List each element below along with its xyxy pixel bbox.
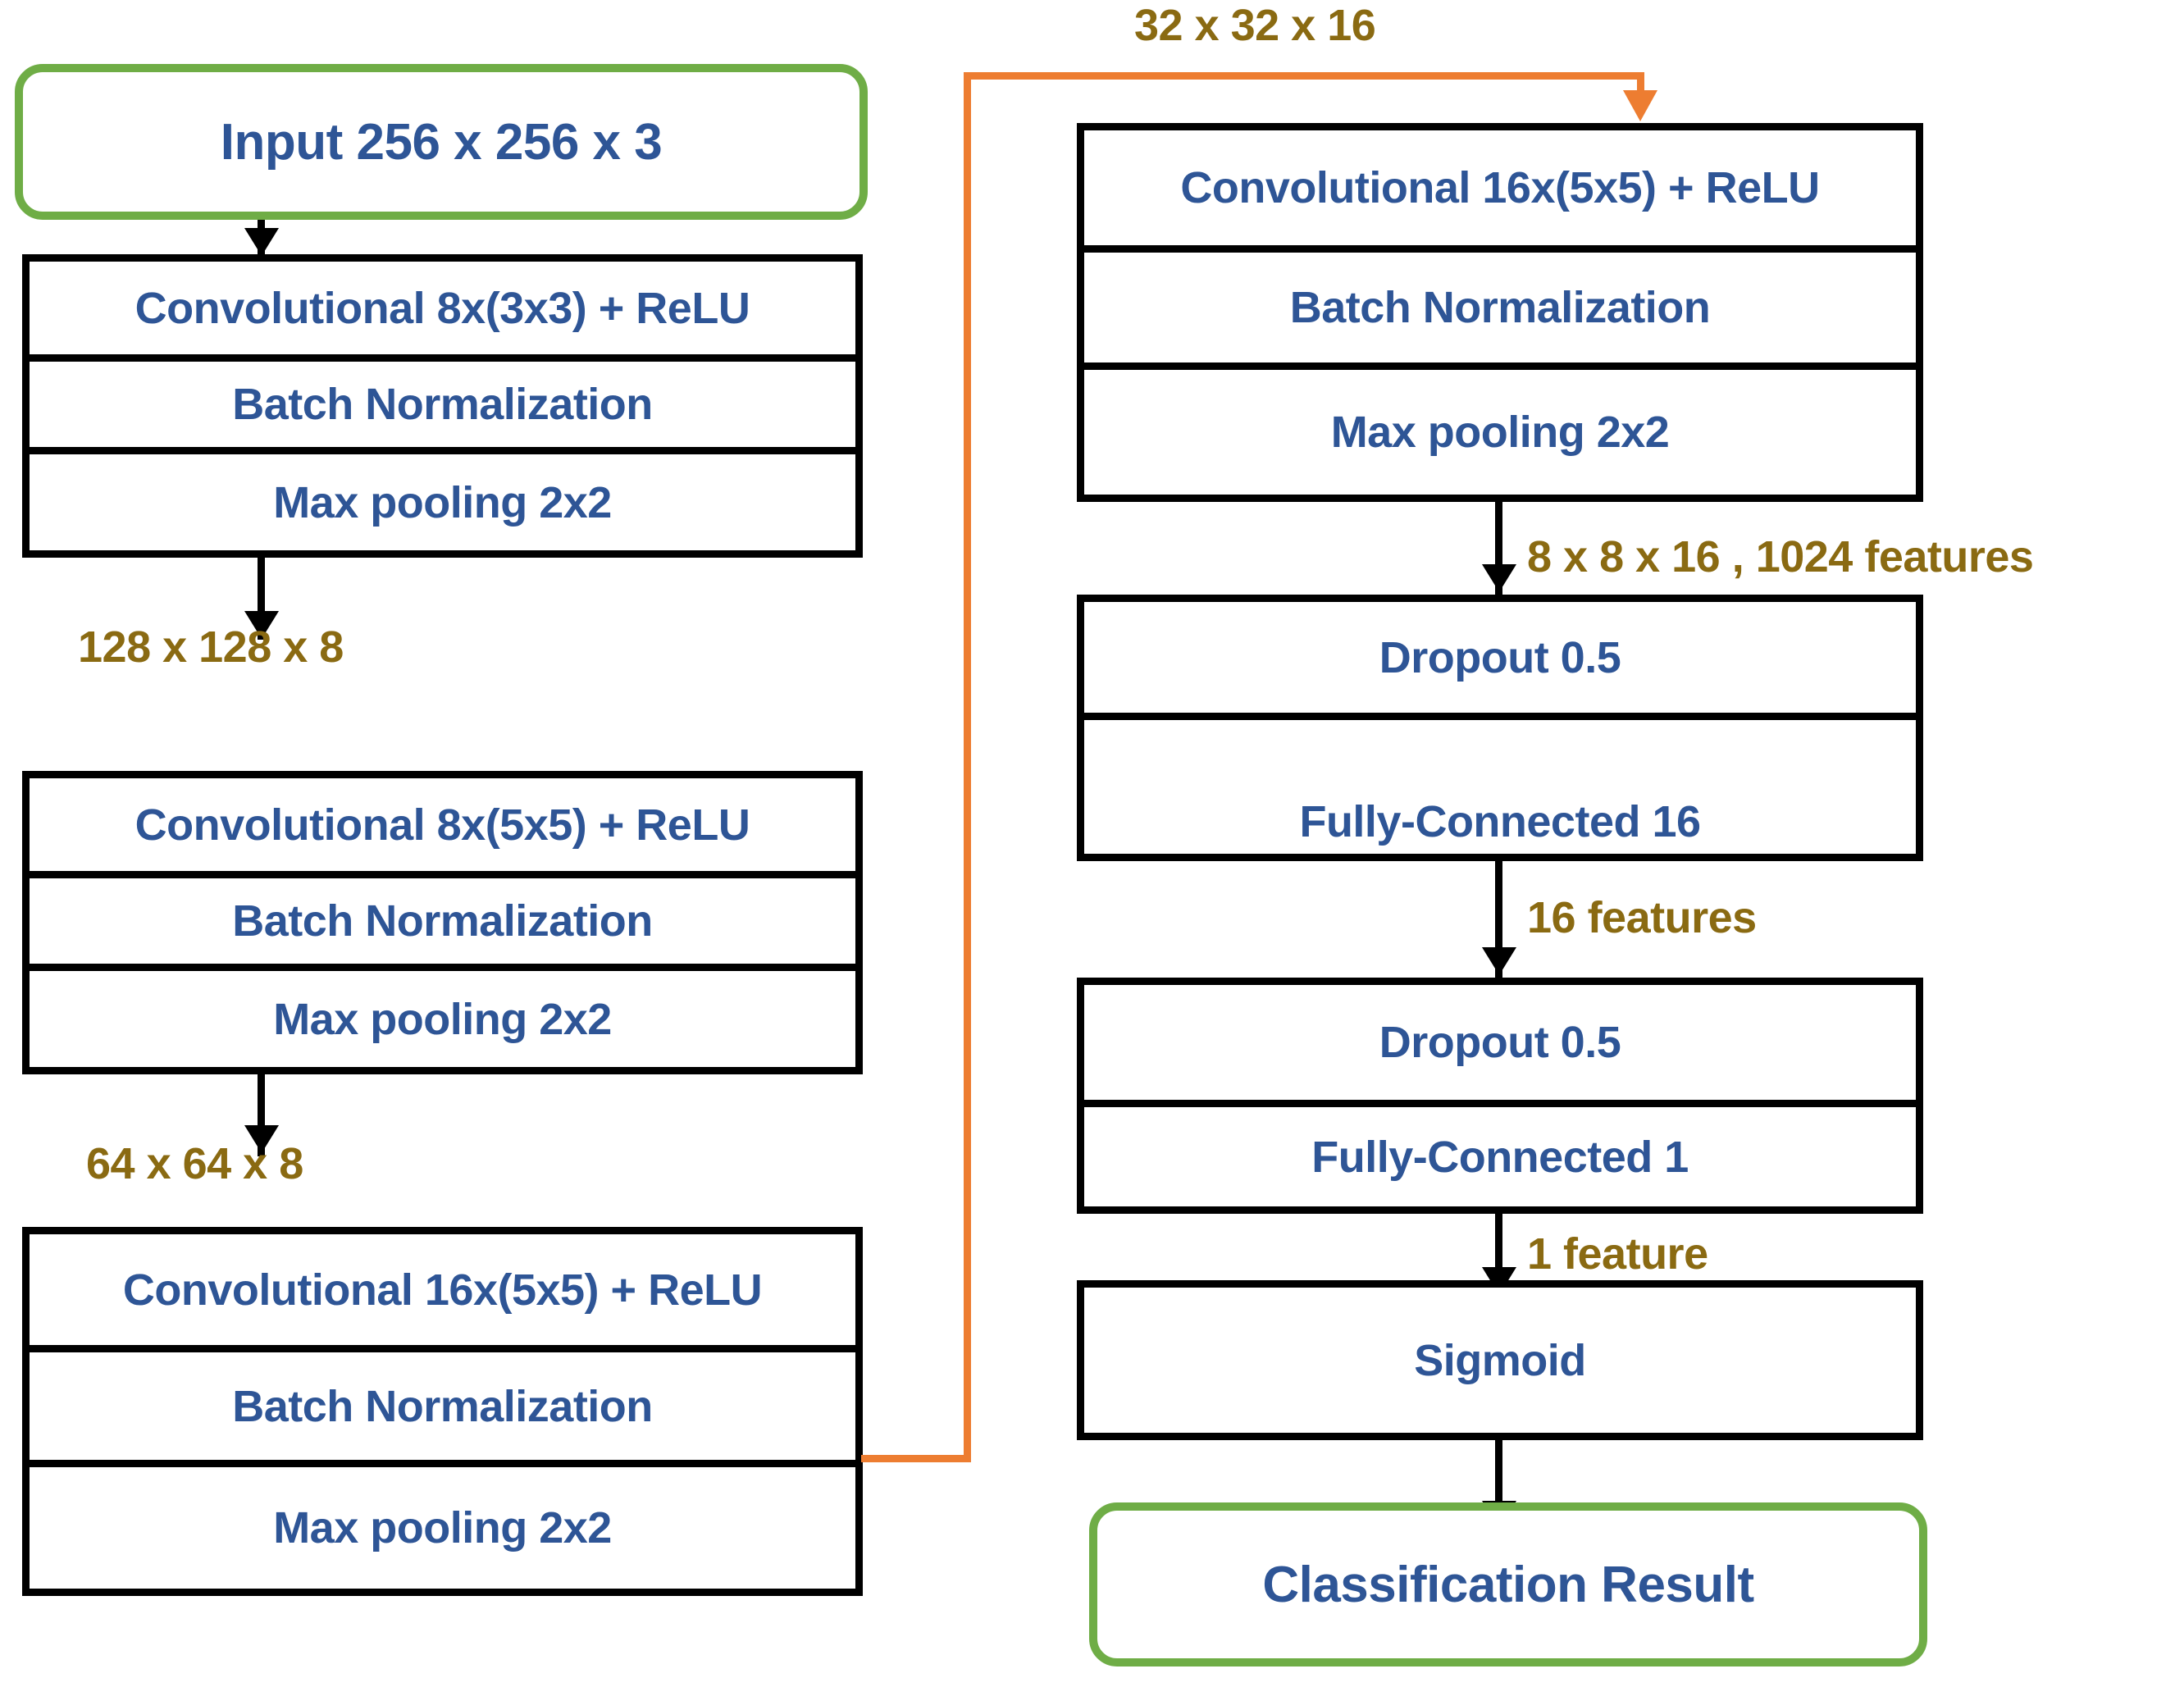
- block4-cell-conv: Convolutional 16x(5x5) + ReLU: [1084, 130, 1916, 245]
- block5-cell-fully-connected: Fully-Connected 16: [1084, 713, 1916, 854]
- arrowhead-block5-to-block6: [1482, 947, 1516, 975]
- block5-cell-dropout: Dropout 0.5: [1084, 602, 1916, 713]
- block4-cell-maxpool: Max pooling 2x2: [1084, 362, 1916, 495]
- arrowhead-input-to-block1: [244, 228, 279, 256]
- edge-label-32x32x16: 32 x 32 x 16: [1134, 1, 1376, 50]
- skip-connector-segment-drop: [1637, 72, 1644, 100]
- block1-batchnorm-label: Batch Normalization: [232, 380, 653, 429]
- connector-block4-to-block5: [1495, 502, 1502, 596]
- block4-batchnorm-label: Batch Normalization: [1289, 283, 1711, 332]
- block2-maxpool-label: Max pooling 2x2: [273, 994, 612, 1044]
- block5-fc-label: Fully-Connected 16: [1299, 797, 1701, 846]
- conv-block-2: Convolutional 8x(5x5) + ReLU Batch Norma…: [22, 771, 863, 1074]
- block1-maxpool-label: Max pooling 2x2: [273, 477, 612, 527]
- block2-conv-label: Convolutional 8x(5x5) + ReLU: [135, 800, 750, 850]
- block3-batchnorm-label: Batch Normalization: [232, 1381, 653, 1431]
- skip-connector-segment-bottom: [861, 1455, 971, 1462]
- connector-block2-to-block3: [258, 1074, 265, 1156]
- block1-conv-label: Convolutional 8x(3x3) + ReLU: [135, 283, 750, 333]
- block7-sigmoid-label: Sigmoid: [1414, 1335, 1586, 1385]
- skip-connector-segment-top: [964, 72, 1644, 80]
- edge-label-1-feature: 1 feature: [1527, 1229, 1708, 1279]
- connector-sigmoid-to-output: [1495, 1440, 1502, 1529]
- block3-cell-maxpool: Max pooling 2x2: [30, 1460, 855, 1589]
- block6-cell-fully-connected: Fully-Connected 1: [1084, 1100, 1916, 1206]
- block6-cell-dropout: Dropout 0.5: [1084, 985, 1916, 1100]
- block7-cell-sigmoid: Sigmoid: [1084, 1288, 1916, 1433]
- arrowhead-skip-connection: [1623, 90, 1657, 121]
- block1-cell-conv: Convolutional 8x(3x3) + ReLU: [30, 262, 855, 354]
- block3-cell-batchnorm: Batch Normalization: [30, 1345, 855, 1460]
- block1-cell-batchnorm: Batch Normalization: [30, 354, 855, 447]
- sigmoid-block: Sigmoid: [1077, 1280, 1923, 1440]
- block6-dropout-label: Dropout 0.5: [1379, 1018, 1621, 1067]
- arrowhead-block4-to-block5: [1482, 564, 1516, 592]
- conv-block-1: Convolutional 8x(3x3) + ReLU Batch Norma…: [22, 254, 863, 558]
- arrowhead-block1-to-block2: [244, 611, 279, 639]
- skip-connector-segment-riser: [964, 72, 971, 1458]
- block3-maxpool-label: Max pooling 2x2: [273, 1503, 612, 1552]
- block4-conv-label: Convolutional 16x(5x5) + ReLU: [1180, 163, 1820, 212]
- block2-cell-maxpool: Max pooling 2x2: [30, 964, 855, 1067]
- edge-label-8x8x16-1024-features: 8 x 8 x 16 , 1024 features: [1527, 532, 2034, 581]
- block6-fc-label: Fully-Connected 1: [1311, 1132, 1689, 1182]
- output-terminal-label: Classification Result: [1262, 1556, 1754, 1613]
- output-terminal-box: Classification Result: [1089, 1502, 1927, 1666]
- block4-maxpool-label: Max pooling 2x2: [1330, 408, 1670, 457]
- block3-cell-conv: Convolutional 16x(5x5) + ReLU: [30, 1234, 855, 1345]
- connector-block1-to-block2: [258, 558, 265, 640]
- connector-block5-to-block6: [1495, 861, 1502, 978]
- block2-cell-batchnorm: Batch Normalization: [30, 871, 855, 964]
- edge-label-128x128x8: 128 x 128 x 8: [78, 622, 344, 672]
- dense-block-5: Dropout 0.5 Fully-Connected 16: [1077, 595, 1923, 861]
- connector-block6-to-sigmoid: [1495, 1214, 1502, 1299]
- input-terminal-box: Input 256 x 256 x 3: [15, 64, 868, 220]
- block5-dropout-label: Dropout 0.5: [1379, 632, 1621, 682]
- block2-batchnorm-label: Batch Normalization: [232, 896, 653, 946]
- block1-cell-maxpool: Max pooling 2x2: [30, 447, 855, 550]
- block3-conv-label: Convolutional 16x(5x5) + ReLU: [122, 1265, 763, 1315]
- input-terminal-label: Input 256 x 256 x 3: [220, 113, 663, 171]
- conv-block-4: Convolutional 16x(5x5) + ReLU Batch Norm…: [1077, 123, 1923, 502]
- dense-block-6: Dropout 0.5 Fully-Connected 1: [1077, 978, 1923, 1214]
- edge-label-64x64x8: 64 x 64 x 8: [86, 1139, 303, 1188]
- edge-label-16-features: 16 features: [1527, 893, 1757, 942]
- conv-block-3: Convolutional 16x(5x5) + ReLU Batch Norm…: [22, 1227, 863, 1596]
- block2-cell-conv: Convolutional 8x(5x5) + ReLU: [30, 778, 855, 871]
- block4-cell-batchnorm: Batch Normalization: [1084, 245, 1916, 362]
- arrowhead-block2-to-block3: [244, 1125, 279, 1153]
